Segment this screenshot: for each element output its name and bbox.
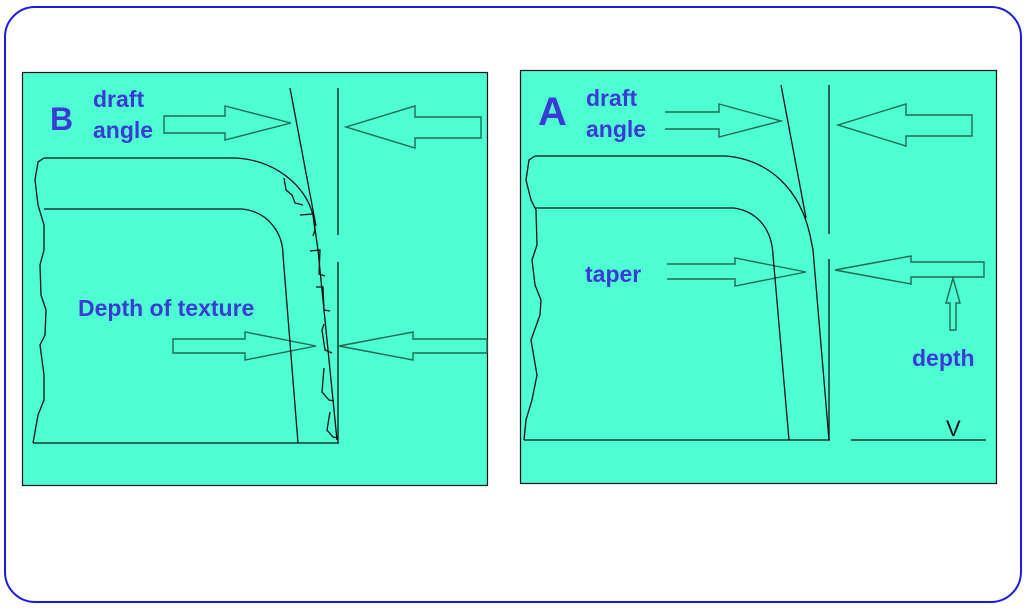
panel-b-draft-label: draft [93, 86, 144, 112]
depth-arrow-left [834, 255, 985, 285]
draft-arrow-left [343, 105, 482, 149]
draft-line [780, 84, 807, 219]
taper-arrow-right [667, 257, 807, 287]
panel-b-letter: B [50, 101, 73, 137]
panel-b-texture-label: Depth of texture [78, 295, 254, 321]
panel-a: A draft angle taper depth V [519, 69, 998, 485]
outer-profile [44, 157, 338, 441]
panel-a-taper-label: taper [585, 261, 641, 287]
inner-profile [44, 208, 299, 444]
panel-a-depth-label: depth [912, 345, 975, 371]
texture-arrow-right [172, 331, 317, 361]
texture-surface [283, 177, 339, 439]
panel-a-letter: A [538, 90, 567, 134]
depth-mark: V [946, 416, 961, 441]
draft-arrow-left [835, 103, 973, 147]
broken-edge [32, 157, 47, 444]
texture-arrow-left [338, 331, 488, 361]
draft-arrow-right [665, 103, 784, 138]
outer-profile [535, 155, 830, 441]
panel-a-angle-label: angle [586, 116, 646, 142]
draft-arrow-right [163, 105, 292, 141]
panel-a-draft-label: draft [586, 85, 637, 111]
draft-line [289, 87, 317, 227]
broken-edge [523, 155, 542, 441]
panel-b: B draft angle Depth of texture [21, 71, 489, 487]
panel-b-angle-label: angle [93, 117, 153, 143]
panel-b-background [21, 71, 489, 487]
depth-arrow-up [945, 275, 961, 331]
inner-profile [535, 207, 790, 441]
